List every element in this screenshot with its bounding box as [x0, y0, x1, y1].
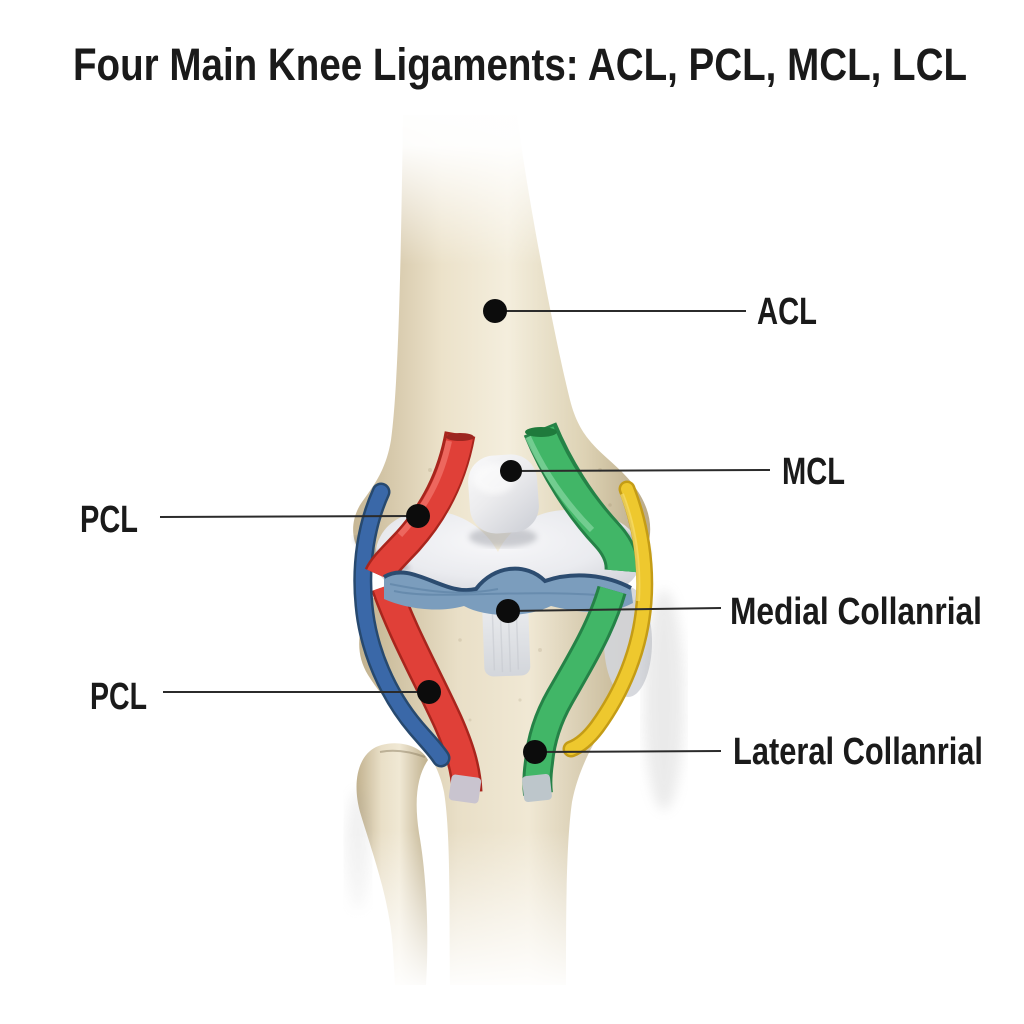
- lateral-collateral-leader-line: [534, 750, 722, 753]
- medial-collateral-marker-dot: [496, 599, 520, 623]
- pcl-lower-marker-dot: [417, 680, 441, 704]
- acl-marker-dot: [483, 299, 507, 323]
- pcl-lower-label: PCL: [90, 676, 147, 718]
- medial-collateral-leader-line: [507, 607, 722, 612]
- mcl-leader-line: [510, 469, 771, 472]
- green-ligament-sheen: [525, 435, 595, 533]
- meniscus-streaks: [389, 583, 625, 598]
- meniscus-top-edge: [382, 566, 632, 593]
- yellow-ligament: [565, 483, 651, 755]
- mcl-marker-dot: [500, 460, 522, 482]
- acl-label: ACL: [757, 291, 817, 333]
- red-ligament-sheen: [397, 440, 452, 538]
- red-ligament-lower: [373, 581, 480, 793]
- meniscus: [384, 568, 633, 615]
- lateral-collateral-label: Lateral Collanrial: [733, 731, 983, 773]
- green-ligament-upper: [526, 426, 637, 573]
- green-ligament-cut-edge: [525, 427, 557, 437]
- fibula-head-crease: [379, 749, 426, 758]
- red-ligament-upper: [367, 434, 473, 582]
- blue-ligament: [355, 485, 448, 765]
- bone-bottom-fade: [320, 830, 760, 1024]
- pcl-upper-label: PCL: [80, 499, 138, 541]
- mcl-label: MCL: [782, 451, 845, 493]
- patella-shadow: [469, 527, 537, 547]
- femur-fade: [340, 95, 680, 265]
- lateral-collateral-marker-dot: [523, 740, 547, 764]
- red-ligament-tip: [448, 774, 482, 804]
- yellow-ligament-sheen: [620, 493, 641, 602]
- medial-collateral-label: Medial Collanrial: [730, 591, 982, 633]
- figure-title: Four Main Knee Ligaments: ACL, PCL, MCL,…: [73, 39, 967, 90]
- pcl-upper-marker-dot: [406, 504, 430, 528]
- pcl-upper-leader-line: [159, 515, 419, 518]
- red-ligament-cut-edge: [446, 433, 474, 441]
- side-shadow-right: [644, 590, 684, 810]
- green-ligament-tip: [522, 774, 552, 802]
